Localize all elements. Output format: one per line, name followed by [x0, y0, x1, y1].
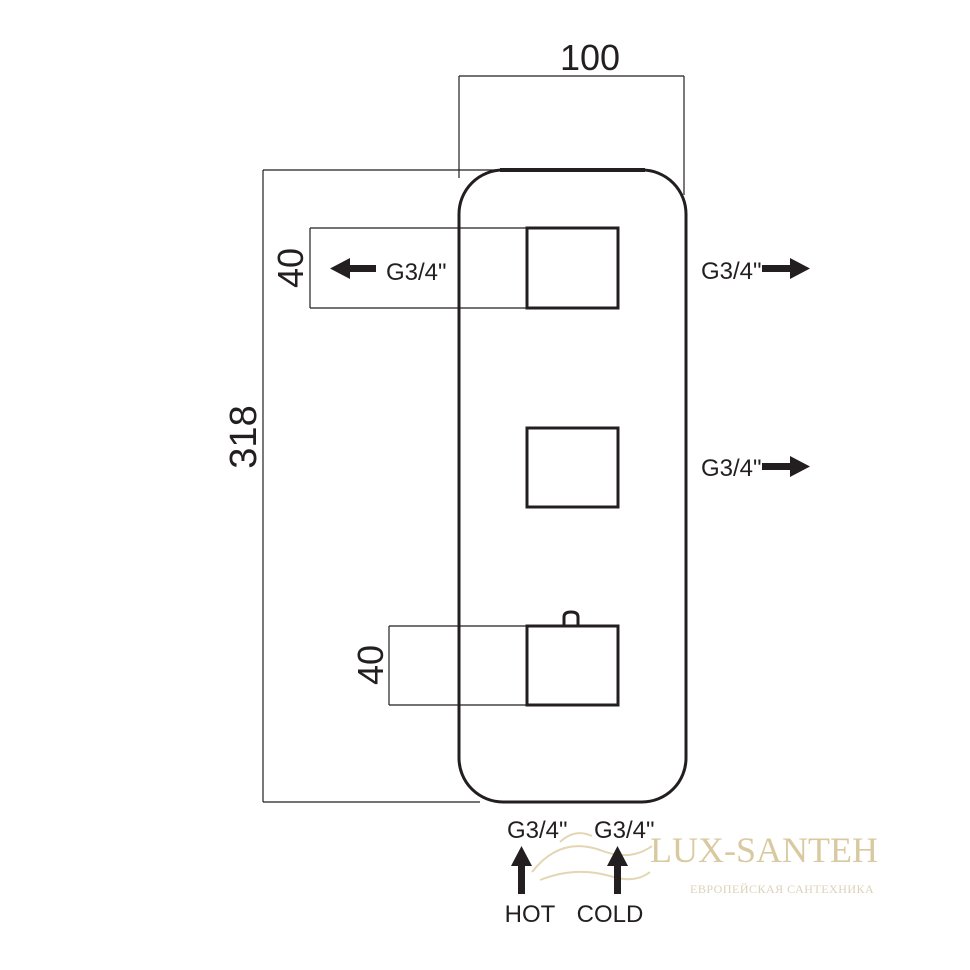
watermark-logo-icon [531, 832, 653, 881]
left-outlet-arrow-icon [330, 258, 376, 279]
height-dimension [262, 169, 500, 803]
width-value: 100 [560, 37, 620, 78]
right-outlet-middle-label: G3/4" [701, 455, 762, 482]
knob-middle [525, 426, 620, 509]
inlet-cold-label: COLD [577, 901, 644, 928]
inlet-hot-arrow-icon [511, 846, 532, 894]
knob-bottom-safety-button [562, 610, 580, 626]
height-value: 318 [223, 405, 265, 468]
left-outlet-label: G3/4" [386, 259, 447, 286]
width-dimension [458, 75, 685, 195]
top-spacing-value: 40 [270, 248, 311, 288]
valve-body-outline [457, 168, 688, 804]
right-outlet-top-arrow-icon [762, 258, 810, 279]
right-outlet-top-label: G3/4" [701, 258, 762, 285]
bottom-spacing-dimension [388, 625, 527, 706]
inlet-cold-arrow-icon [607, 846, 628, 894]
knob-top [525, 226, 620, 310]
bottom-spacing-value: 40 [350, 645, 391, 685]
top-spacing-dimension [309, 227, 527, 309]
watermark: LUX-SANTEH ЕВРОПЕЙСКАЯ САНТЕХНИКА [531, 830, 878, 896]
inlet-cold-connection-label: G3/4" [594, 817, 655, 844]
inlet-hot-connection-label: G3/4" [507, 817, 568, 844]
knob-bottom [525, 624, 620, 707]
right-outlet-middle-arrow-icon [762, 456, 810, 477]
watermark-brand: LUX-SANTEH [650, 830, 878, 870]
inlet-hot-label: HOT [505, 901, 556, 928]
watermark-tagline: ЕВРОПЕЙСКАЯ САНТЕХНИКА [690, 882, 874, 896]
